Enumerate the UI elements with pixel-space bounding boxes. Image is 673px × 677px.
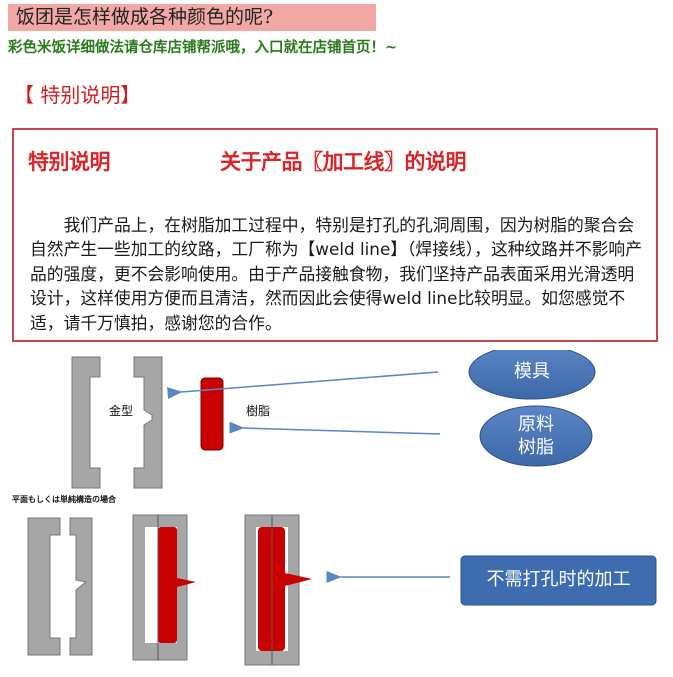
resin-label: 樹脂 (246, 404, 271, 418)
bubble-resin (479, 405, 593, 467)
arrow-to-mold (167, 371, 439, 400)
mold-label: 金型 (109, 404, 134, 418)
no-hole-box-label: 不需打孔时的加工 (486, 569, 631, 590)
diagram-graphics (27, 350, 657, 666)
resin-piece-top (200, 377, 224, 451)
question-banner: 饭团是怎样做成各种颜色的呢? (8, 4, 376, 31)
arrow-to-resin (229, 421, 441, 435)
mold-top-left-half (71, 356, 101, 489)
no-hole-box (460, 555, 657, 606)
bubble-resin-label-2: 树脂 (518, 437, 554, 458)
bubble-resin-label-1: 原料 (518, 414, 554, 435)
structure-caption: 平面もしくは単純構造の場合 (12, 495, 116, 504)
section-title: 【 特别说明】 (14, 83, 141, 107)
bubble-mold-label: 模具 (514, 361, 550, 382)
bubble-mold (468, 350, 596, 400)
special-note-box: 特别说明 关于产品〖加工线〗的说明 我们产品上，在树脂加工过程中，特别是打孔的孔… (12, 128, 658, 342)
mold-top-right-half (133, 356, 163, 489)
question-text: 饭团是怎样做成各种颜色的呢? (16, 6, 274, 28)
note-body-text: 我们产品上，在树脂加工过程中，特别是打孔的孔洞周围，因为树脂的聚合会自然产生一些… (30, 215, 642, 333)
mold-bottom-filled (244, 514, 312, 666)
note-title-left: 特别说明 (28, 150, 111, 174)
mold-bottom-filling (132, 514, 196, 661)
weld-line-diagram: 金型 樹脂 平面もしくは単純構造の場合 模具 原料 树脂 不需打孔时的加工 (0, 350, 673, 677)
store-tip-line: 彩色米饭详细做法请仓库店铺帮派哦，入口就在店铺首页！~ (8, 39, 398, 56)
note-title-right: 关于产品〖加工线〗的说明 (220, 150, 467, 174)
mold-bottom-empty (27, 517, 93, 656)
